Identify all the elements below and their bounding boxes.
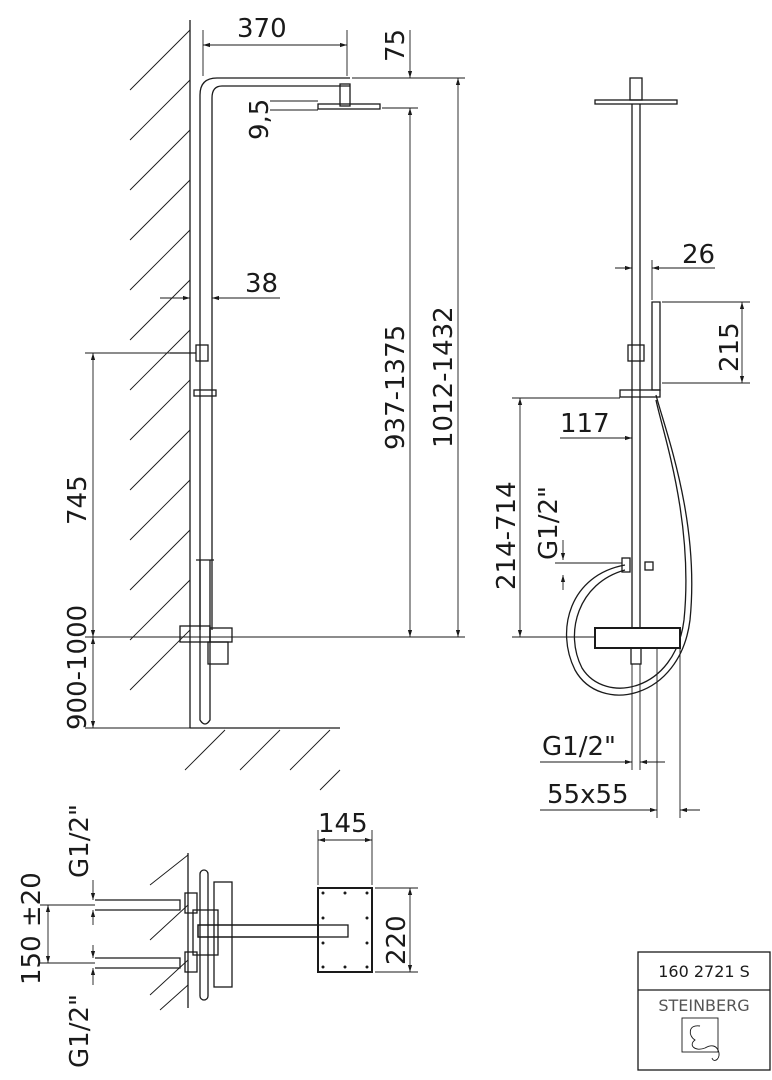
holder (619, 389, 661, 398)
dim-rail-bracket-height: 745 (63, 475, 93, 525)
article-number: 160 2721 S (658, 962, 750, 981)
head-connector (339, 83, 351, 107)
front-view-dimensions (512, 260, 750, 818)
hose-connector (621, 557, 631, 573)
dim-outlet-thread: G1/2" (542, 732, 616, 762)
side-view-dimensions (85, 30, 465, 729)
front-view: 26 215 117 214-714 G1/2" G1/2" 55x55 (492, 77, 750, 818)
mixer-body (213, 881, 233, 988)
dim-head-offset: 75 (381, 29, 411, 62)
dim-hose-thread: G1/2" (534, 486, 564, 560)
plan-view: 145 220 G1/2" 150 ±20 G1/2" (17, 804, 418, 1068)
wall-hatching (129, 29, 341, 791)
dim-wall-distance: 38 (245, 269, 278, 299)
dim-height-to-head: 937-1375 (381, 325, 411, 450)
wall-plate (317, 887, 373, 973)
mixer-inlet (179, 625, 211, 643)
dim-head-thickness: 9,5 (245, 99, 275, 140)
dim-rail-width: 26 (682, 240, 715, 270)
mixer-outlet (207, 641, 229, 665)
hand-shower (651, 301, 661, 391)
shower-head (317, 103, 381, 110)
mixer (594, 627, 681, 649)
dim-holder-distance: 117 (560, 409, 610, 439)
plan-view-dimensions (40, 830, 418, 985)
brand-name: STEINBERG (658, 996, 749, 1015)
holder (193, 389, 217, 397)
hand-shower (196, 559, 214, 725)
title-block: 160 2721 S STEINBERG (637, 951, 771, 1071)
dim-inlet-bottom: G1/2" (65, 994, 95, 1068)
mixer (209, 627, 233, 643)
brand-logo (681, 1017, 720, 1061)
dim-hand-shower-length: 215 (715, 322, 745, 372)
dim-inlet-spacing: 150 ±20 (17, 872, 47, 985)
wall-bracket (195, 344, 209, 362)
dim-holder-range: 214-714 (492, 481, 522, 590)
mixer-outlet (630, 647, 642, 665)
shower-head (594, 99, 678, 105)
dim-height-total: 1012-1432 (429, 306, 459, 448)
side-view: 370 75 9,5 38 937-1375 1012-1432 745 900… (63, 14, 465, 791)
dim-arm-length: 370 (237, 14, 287, 44)
dim-plate-width: 145 (318, 809, 368, 839)
hose (565, 394, 693, 696)
dim-rail-profile: 55x55 (547, 780, 629, 810)
shower-column (170, 77, 381, 725)
slider (627, 344, 645, 362)
rail (631, 104, 641, 630)
dim-plate-height: 220 (382, 915, 412, 965)
dim-inlet-top: G1/2" (65, 804, 95, 878)
head-connector (629, 77, 643, 101)
dim-mixer-height: 900-1000 (63, 605, 93, 730)
